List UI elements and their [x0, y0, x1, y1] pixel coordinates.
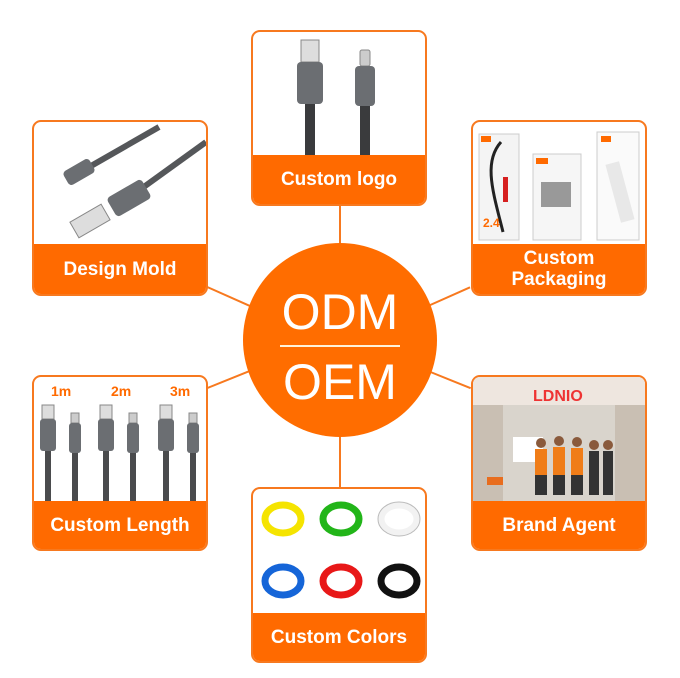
colored-cables-image [261, 501, 421, 599]
svg-text:LDNIO: LDNIO [533, 388, 583, 405]
custom-logo-label: Custom logo [253, 155, 425, 204]
brand-store-photo: LDNIO [473, 377, 645, 502]
length-1m: 1m [51, 383, 72, 399]
card-custom-packaging: 2.4 Custom Packaging [471, 120, 647, 296]
length-2m: 2m [111, 383, 132, 399]
odm-oem-circle: ODM OEM [243, 243, 437, 437]
card-custom-length: 1m 2m 3m Custom Length [32, 375, 208, 551]
divider [280, 345, 400, 347]
svg-text:2.4: 2.4 [483, 216, 500, 230]
connector-top [339, 205, 341, 245]
oem-text: OEM [283, 354, 397, 410]
card-brand-agent: LDNIO Brand Agent [471, 375, 647, 551]
card-design-mold: Design Mold [32, 120, 208, 296]
custom-packaging-label: Custom Packaging [473, 244, 645, 294]
card-custom-logo: Custom logo [251, 30, 427, 206]
brand-agent-label: Brand Agent [473, 501, 645, 549]
packaging-boxes-image: 2.4 [478, 131, 640, 241]
cable-usb-typec-image [297, 39, 375, 157]
cable-lengths-image [40, 404, 199, 501]
connector-bottom [339, 435, 341, 489]
custom-length-label: Custom Length [34, 501, 206, 549]
design-mold-label: Design Mold [34, 244, 206, 294]
length-3m: 3m [170, 383, 191, 399]
custom-colors-label: Custom Colors [253, 613, 425, 661]
braided-cable-image [63, 124, 206, 239]
card-custom-colors: Custom Colors [251, 487, 427, 663]
odm-text: ODM [281, 284, 399, 340]
